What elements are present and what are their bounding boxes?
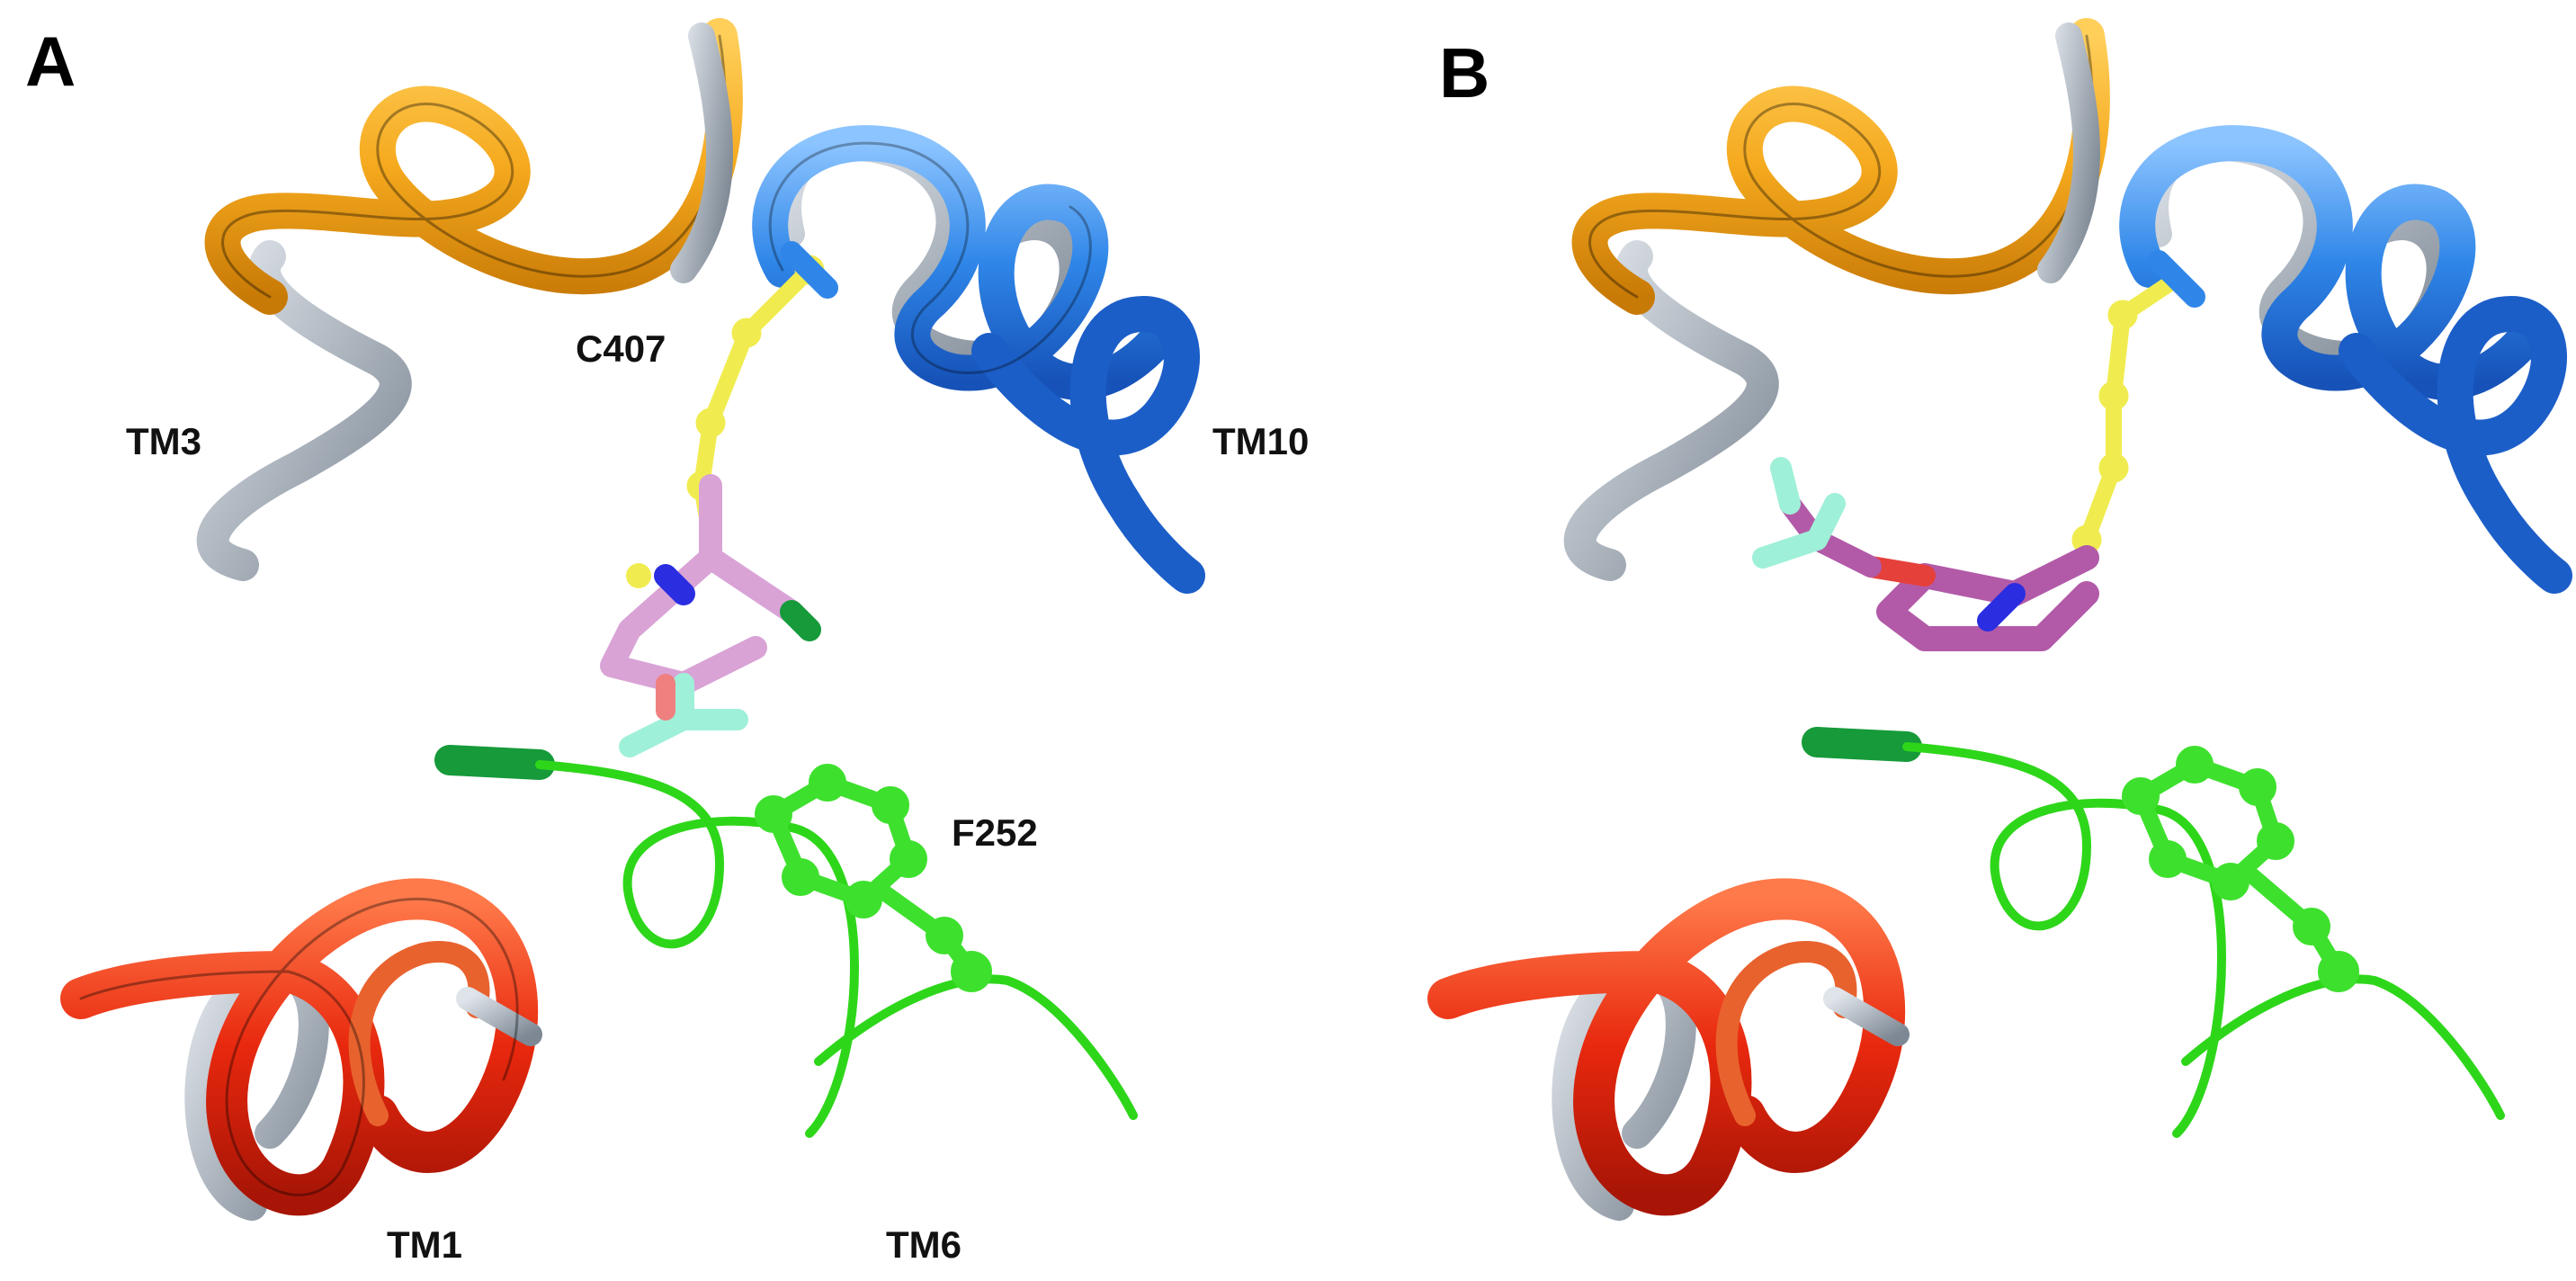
f252-atom [2176, 746, 2214, 784]
panel-b: B [1427, 18, 2572, 1221]
panel-a-letter: A [25, 22, 76, 101]
linker-atom [2107, 300, 2138, 330]
label-f252: F252 [952, 811, 1038, 854]
f252-atom [2293, 908, 2330, 945]
linker-atom [2098, 381, 2129, 411]
f252-residue-b [2122, 746, 2359, 992]
tm1-helix-b [1427, 878, 1910, 1221]
f252-atom [872, 786, 909, 824]
label-tm1: TM1 [387, 1223, 462, 1266]
f252-atom [890, 840, 927, 878]
f252-atom [845, 881, 882, 918]
linker-atom [2098, 452, 2129, 483]
f252-atom [755, 795, 792, 833]
c407-attachment-b [2148, 250, 2205, 308]
f252-atom [2122, 777, 2160, 815]
f252-atom [2212, 863, 2250, 900]
label-tm10: TM10 [1212, 420, 1309, 462]
f252-atom [809, 764, 846, 802]
f252-atom [926, 917, 963, 954]
panel-a: A [25, 18, 1309, 1266]
f252-atom [2239, 768, 2276, 806]
f252-atom [2257, 822, 2294, 860]
tm6-loop [434, 745, 1138, 1138]
f252-atom [2149, 840, 2187, 878]
tm10-helix [752, 125, 1205, 594]
tm10-helix-b [2119, 125, 2572, 594]
panel-b-letter: B [1439, 33, 1489, 112]
f252-residue [755, 764, 992, 992]
sulfur-atom [626, 563, 651, 588]
f252-atom [951, 951, 992, 992]
linker-atom [695, 408, 726, 438]
ligand-b [1752, 457, 2099, 651]
linker-atom [731, 318, 762, 348]
label-tm3: TM3 [126, 420, 201, 462]
label-tm6: TM6 [886, 1223, 962, 1266]
c407-attachment [781, 241, 838, 299]
tm1-helix [60, 878, 542, 1221]
c407-linker-b [2071, 271, 2185, 555]
f252-atom [2318, 951, 2359, 992]
f252-atom [782, 858, 819, 896]
ligand-a [600, 474, 821, 757]
tm3-helix [196, 18, 743, 581]
tm3-helix-b [1563, 18, 2110, 581]
label-c407: C407 [576, 327, 666, 370]
tm6-loop-b [1802, 727, 2505, 1138]
